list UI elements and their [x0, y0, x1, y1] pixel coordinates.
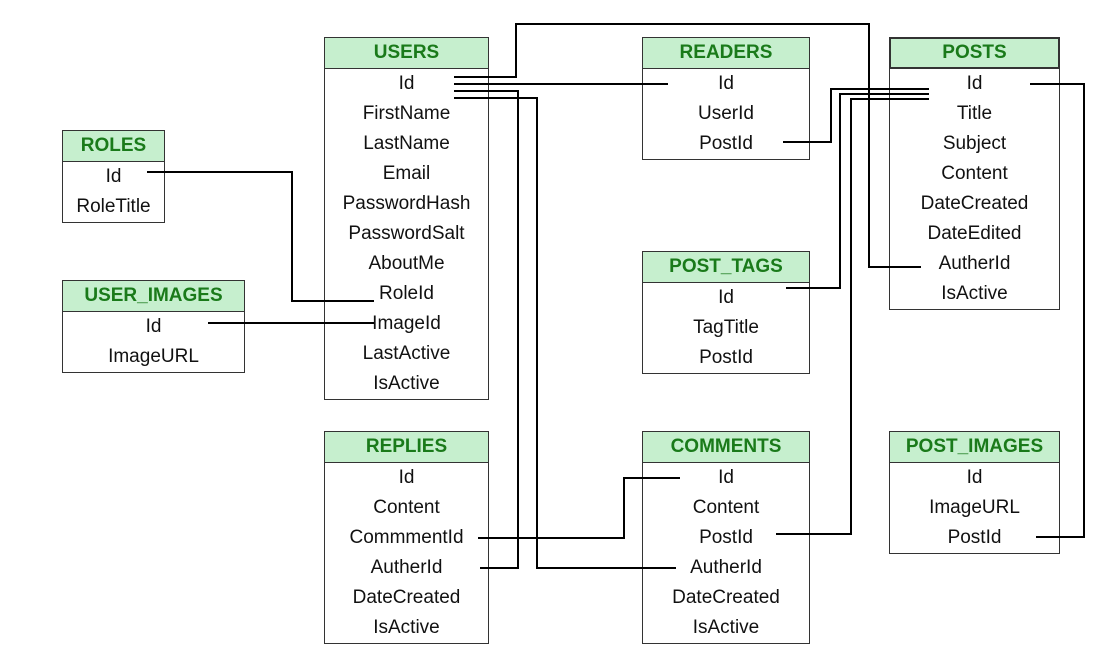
- field-id: Id: [105, 166, 122, 187]
- field-imageid: ImageId: [372, 313, 441, 334]
- link-readers-posts: [783, 88, 929, 143]
- field-content: Content: [692, 497, 760, 518]
- field-autherid: AutherId: [690, 557, 762, 578]
- field-datecreated: DateCreated: [920, 193, 1029, 214]
- field-id: Id: [398, 73, 415, 94]
- field-postid: PostId: [699, 133, 753, 154]
- field-dateedited: DateEdited: [927, 223, 1022, 244]
- field-postid: PostId: [699, 347, 753, 368]
- field-tagtitle: TagTitle: [693, 317, 759, 338]
- table-title: REPLIES: [325, 432, 488, 463]
- link-replies-comments: [478, 477, 680, 539]
- link-roles-users: [147, 171, 374, 302]
- field-passwordhash: PasswordHash: [342, 193, 471, 214]
- field-id: Id: [966, 73, 983, 94]
- field-isactive: IsActive: [692, 617, 760, 638]
- field-datecreated: DateCreated: [672, 587, 780, 608]
- field-autherid: AutherId: [938, 253, 1011, 274]
- field-id: Id: [145, 316, 162, 337]
- table-roles: ROLES Id RoleTitle: [62, 130, 165, 223]
- field-title: Title: [956, 103, 993, 124]
- table-user-images: USER_IMAGES Id ImageURL: [62, 280, 245, 373]
- table-title: READERS: [643, 38, 809, 69]
- table-title: USERS: [325, 38, 488, 69]
- table-title: POSTS: [890, 38, 1059, 69]
- field-id: Id: [966, 467, 983, 488]
- field-postid: PostId: [947, 527, 1002, 548]
- table-title: COMMENTS: [643, 432, 809, 463]
- field-lastactive: LastActive: [362, 343, 451, 364]
- field-autherid: AutherId: [370, 557, 443, 578]
- table-title: POST_IMAGES: [890, 432, 1059, 463]
- link-users-comments-autherid: [454, 97, 676, 569]
- link-posts-post-images: [1030, 83, 1085, 538]
- field-lastname: LastName: [363, 133, 450, 154]
- field-firstname: FirstName: [362, 103, 451, 124]
- field-content: Content: [941, 163, 1008, 184]
- table-replies: REPLIES Id Content CommmentId AutherId D…: [324, 431, 489, 644]
- field-id: Id: [398, 467, 415, 488]
- table-title: POST_TAGS: [643, 252, 809, 283]
- field-roletitle: RoleTitle: [76, 196, 151, 217]
- field-subject: Subject: [942, 133, 1007, 154]
- table-post-tags: POST_TAGS Id TagTitle PostId: [642, 251, 810, 374]
- link-users-replies-autherid: [454, 90, 519, 569]
- field-isactive: IsActive: [373, 617, 440, 638]
- table-title: ROLES: [63, 131, 164, 162]
- field-id: Id: [718, 467, 734, 488]
- field-passwordsalt: PasswordSalt: [348, 223, 465, 244]
- field-aboutme: AboutMe: [368, 253, 445, 274]
- field-commentid: CommmentId: [349, 527, 464, 548]
- table-post-images: POST_IMAGES Id ImageURL PostId: [889, 431, 1060, 554]
- field-postid: PostId: [699, 527, 753, 548]
- field-roleid: RoleId: [379, 283, 434, 304]
- link-comments-posts: [776, 98, 929, 535]
- field-imageurl: ImageURL: [108, 346, 199, 367]
- field-email: Email: [382, 163, 431, 184]
- table-readers: READERS Id UserId PostId: [642, 37, 810, 160]
- table-title: USER_IMAGES: [63, 281, 244, 312]
- field-userid: UserId: [698, 103, 754, 124]
- link-post-tags-posts: [786, 93, 929, 289]
- field-isactive: IsActive: [941, 283, 1008, 304]
- field-imageurl: ImageURL: [929, 497, 1020, 518]
- field-content: Content: [373, 497, 440, 518]
- table-posts: POSTS Id Title Subject Content DateCreat…: [889, 37, 1060, 310]
- table-comments: COMMENTS Id Content PostId AutherId Date…: [642, 431, 810, 644]
- link-users-posts-autherid: [454, 23, 921, 268]
- field-isactive: IsActive: [373, 373, 440, 394]
- field-id: Id: [718, 287, 734, 308]
- field-id: Id: [718, 73, 734, 94]
- field-datecreated: DateCreated: [352, 587, 461, 608]
